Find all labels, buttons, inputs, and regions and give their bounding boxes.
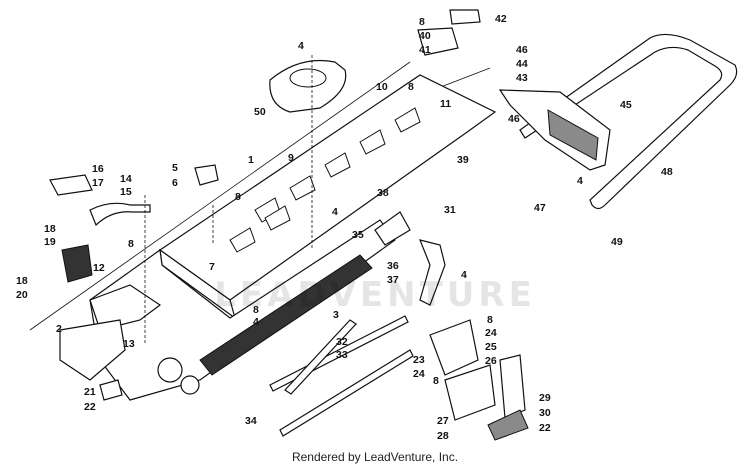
callout-label: 39 <box>457 154 469 166</box>
callout-label: 46 <box>516 44 528 56</box>
callout-label: 22 <box>539 422 551 434</box>
callout-label: 35 <box>352 229 364 241</box>
callout-label: 49 <box>611 236 623 248</box>
callout-label: 31 <box>444 204 456 216</box>
callout-label: 17 <box>92 177 104 189</box>
snow-flap <box>498 89 611 171</box>
callout-label: 40 <box>419 30 431 42</box>
callout-label: 12 <box>93 262 105 274</box>
callout-label: 22 <box>84 401 96 413</box>
callout-label: 34 <box>245 415 257 427</box>
callout-label: 11 <box>440 98 451 110</box>
tube-rails <box>269 315 414 437</box>
callout-label: 8 <box>433 375 439 387</box>
callout-label: 23 <box>413 354 425 366</box>
callout-label: 48 <box>661 166 673 178</box>
callout-label: 18 <box>44 223 56 235</box>
top-bracket <box>417 9 481 56</box>
callout-label: 8 <box>419 16 425 28</box>
rear-bumper <box>519 33 738 210</box>
callout-label: 8 <box>487 314 493 326</box>
seat-pad <box>269 59 347 113</box>
callout-labels: 1 2 3 4 4 4 4 4 5 6 7 8 8 8 8 8 8 8 9 10… <box>16 13 673 442</box>
callout-label: 43 <box>516 72 528 84</box>
callout-label: 38 <box>377 187 389 199</box>
callout-label: 4 <box>332 206 338 218</box>
callout-label: 24 <box>413 368 425 380</box>
callout-label: 24 <box>485 327 497 339</box>
callout-label: 50 <box>254 106 266 118</box>
callout-label: 8 <box>128 238 134 250</box>
frame-guide-line <box>29 61 411 331</box>
callout-label: 25 <box>485 341 497 353</box>
callout-label: 41 <box>419 44 431 56</box>
tunnel-brace <box>374 211 446 306</box>
callout-label: 2 <box>56 323 62 335</box>
callout-label: 5 <box>172 162 178 174</box>
callout-label: 8 <box>235 191 241 203</box>
callout-label: 27 <box>437 415 449 427</box>
running-board-left <box>59 284 162 381</box>
callout-label: 21 <box>84 386 96 398</box>
callout-label: 13 <box>123 338 135 350</box>
tunnel-frame <box>89 74 497 401</box>
callout-label: 8 <box>408 81 414 93</box>
callout-label: 46 <box>508 113 520 125</box>
callout-label: 37 <box>387 274 399 286</box>
callout-label: 4 <box>253 316 259 328</box>
callout-label: 19 <box>44 236 56 248</box>
callout-label: 3 <box>333 309 339 321</box>
callout-label: 15 <box>120 186 132 198</box>
callout-label: 1 <box>248 154 254 166</box>
callout-label: 32 <box>336 336 348 348</box>
handle-parts <box>49 164 219 401</box>
callout-label: 30 <box>539 407 551 419</box>
callout-label: 16 <box>92 163 104 175</box>
callout-label: 42 <box>495 13 507 25</box>
callout-label: 6 <box>172 177 178 189</box>
callout-label: 29 <box>539 392 551 404</box>
callout-label: 26 <box>485 355 497 367</box>
callout-label: 18 <box>16 275 28 287</box>
callout-label: 4 <box>461 269 467 281</box>
callout-label: 4 <box>298 40 304 52</box>
callout-label: 9 <box>288 152 294 164</box>
callout-label: 20 <box>16 289 28 301</box>
callout-label: 8 <box>253 304 259 316</box>
callout-label: 44 <box>516 58 528 70</box>
footer-credit: Rendered by LeadVenture, Inc. <box>291 450 459 464</box>
callout-label: 36 <box>387 260 399 272</box>
watermark: LEADVENTURE <box>214 275 536 315</box>
callout-label: 47 <box>534 202 546 214</box>
callout-label: 7 <box>209 261 215 273</box>
callout-label: 45 <box>620 99 632 111</box>
callout-label: 4 <box>577 175 583 187</box>
callout-label: 14 <box>120 173 132 185</box>
side-bracket-assembly <box>429 319 529 441</box>
callout-label: 28 <box>437 430 449 442</box>
callout-label: 33 <box>336 349 348 361</box>
callout-label: 10 <box>376 81 388 93</box>
